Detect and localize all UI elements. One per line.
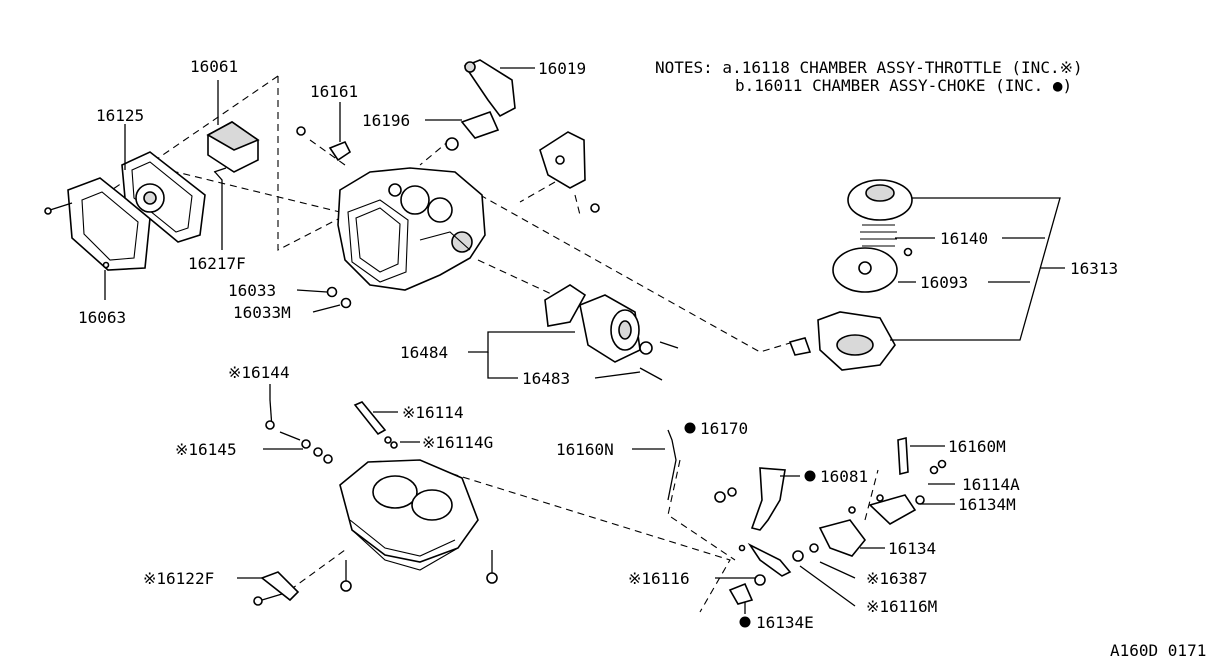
sensor-16019-shape bbox=[445, 59, 516, 151]
label-16033: 16033 bbox=[228, 281, 276, 300]
label-16063: 16063 bbox=[78, 308, 126, 327]
choke-chamber-body-shape bbox=[337, 167, 486, 291]
bracket-right-shape bbox=[539, 131, 600, 213]
diaphragm-16313-shape bbox=[788, 179, 913, 371]
dot-16170-icon bbox=[684, 422, 696, 434]
label-16081: 16081 bbox=[820, 467, 868, 486]
label-16144: ※16144 bbox=[228, 363, 290, 382]
label-16170: 16170 bbox=[700, 419, 748, 438]
leader-lines bbox=[104, 67, 1065, 614]
label-16134: 16134 bbox=[888, 539, 936, 558]
label-16483: 16483 bbox=[522, 369, 570, 388]
label-16019: 16019 bbox=[538, 59, 586, 78]
label-16033M: 16033M bbox=[233, 303, 291, 322]
label-16116M: ※16116M bbox=[866, 597, 937, 616]
label-16160M: 16160M bbox=[948, 437, 1006, 456]
choke-dot-markers bbox=[684, 422, 816, 628]
bottom-screws-shape bbox=[340, 550, 498, 592]
label-16196: 16196 bbox=[362, 111, 410, 130]
dot-16081-icon bbox=[804, 470, 816, 482]
gasket-16063-shape bbox=[67, 177, 151, 271]
label-16116: ※16116 bbox=[628, 569, 690, 588]
label-16125: 16125 bbox=[96, 106, 144, 125]
note-line-1: NOTES: a.16118 CHAMBER ASSY-THROTTLE (IN… bbox=[655, 58, 1083, 77]
bracket-16122F-shape bbox=[253, 571, 300, 606]
label-16313: 16313 bbox=[1070, 259, 1118, 278]
label-16387: ※16387 bbox=[866, 569, 928, 588]
note-line-2: b.16011 CHAMBER ASSY-CHOKE (INC. ●) bbox=[735, 76, 1072, 95]
thermostat-16484-shape bbox=[544, 284, 679, 381]
cover-16125-shape bbox=[121, 151, 206, 243]
throttle-chamber-body-shape bbox=[339, 459, 479, 571]
label-16122F: ※16122F bbox=[143, 569, 214, 588]
label-16134M: 16134M bbox=[958, 495, 1016, 514]
needle-16114-shape bbox=[353, 401, 398, 449]
diagram-code: A160D 0171 bbox=[1110, 641, 1206, 660]
label-16114G: ※16114G bbox=[422, 433, 493, 452]
dot-16134E-icon bbox=[739, 616, 751, 628]
part-labels: 16061 16125 16063 16217F 16161 16196 160… bbox=[78, 57, 1118, 632]
label-16134E: 16134E bbox=[756, 613, 814, 632]
screw-16144-shape bbox=[265, 399, 333, 464]
bracket-16161-shape bbox=[296, 126, 352, 162]
solenoid-16061-shape bbox=[206, 121, 260, 173]
label-16161: 16161 bbox=[310, 82, 358, 101]
notes-block: NOTES: a.16118 CHAMBER ASSY-THROTTLE (IN… bbox=[655, 58, 1083, 95]
screw-left-shape bbox=[44, 202, 73, 215]
label-16160N: 16160N bbox=[556, 440, 614, 459]
label-16140: 16140 bbox=[940, 229, 988, 248]
label-16114: ※16114 bbox=[402, 403, 464, 422]
label-16217F: 16217F bbox=[188, 254, 246, 273]
assembly-dashed-lines bbox=[99, 75, 879, 613]
nuts-16033-shape bbox=[326, 286, 352, 309]
label-16061: 16061 bbox=[190, 57, 238, 76]
label-16114A: 16114A bbox=[962, 475, 1020, 494]
label-16093: 16093 bbox=[920, 273, 968, 292]
label-16145: ※16145 bbox=[175, 440, 237, 459]
label-16484: 16484 bbox=[400, 343, 448, 362]
